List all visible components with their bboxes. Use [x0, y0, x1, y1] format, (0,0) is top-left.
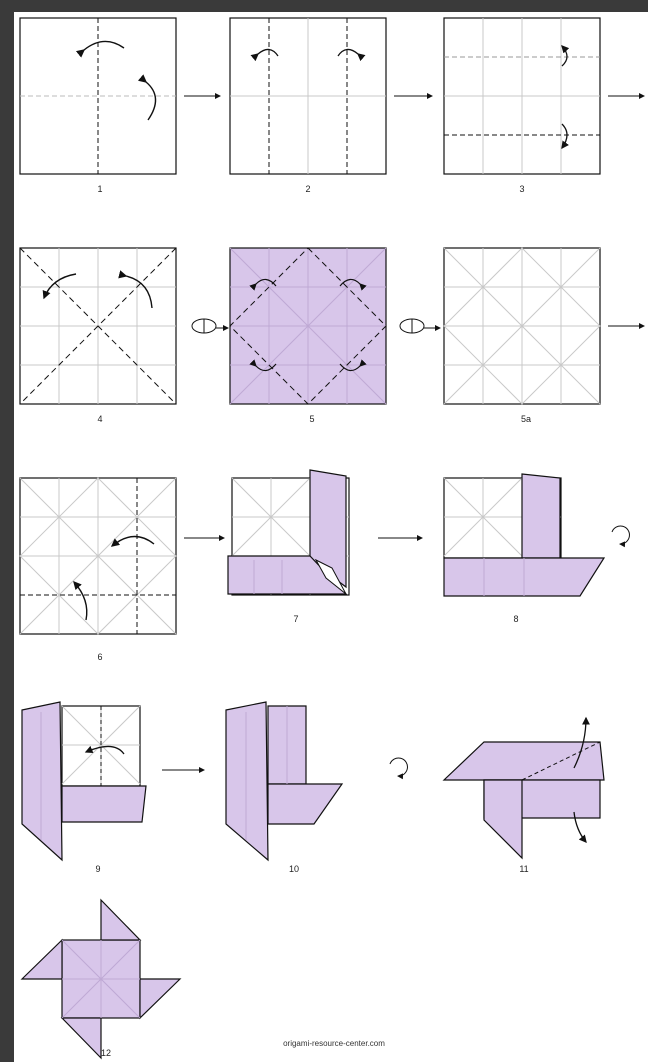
step-4-diagram: [19, 247, 177, 405]
step-label: 5: [309, 414, 314, 424]
step-label: 6: [97, 652, 102, 662]
step-5a-diagram: [443, 247, 601, 405]
fold-arrow-icon: [137, 74, 157, 121]
turn-over-icon: [191, 318, 229, 334]
step-12-pinwheel: [20, 898, 182, 1060]
step-label: 11: [519, 864, 528, 874]
step-10-diagram: [225, 701, 344, 862]
step-label: 4: [97, 414, 102, 424]
rotate-icon: [389, 757, 408, 780]
rotate-icon: [611, 525, 630, 548]
step-11-diagram: [442, 716, 605, 860]
step-2-diagram: [229, 17, 387, 175]
instruction-sheet: 1 2 3 4: [14, 12, 648, 1062]
step-5-diagram: [229, 247, 387, 405]
step-label: 9: [95, 864, 100, 874]
fold-arrow-icon: [84, 745, 125, 755]
fold-arrow-icon: [337, 48, 366, 62]
folded-flap: [521, 473, 561, 559]
turn-over-icon: [399, 318, 441, 334]
fold-arrow-icon: [73, 580, 88, 621]
fold-arrow-icon: [561, 45, 570, 67]
step-label: 10: [289, 864, 299, 874]
step-9-diagram: [21, 701, 147, 862]
credit-text: origami-resource-center.com: [283, 1039, 385, 1048]
folded-flap: [483, 779, 523, 860]
step-3-diagram: [443, 17, 601, 175]
pinwheel-blade: [20, 938, 63, 980]
step-label: 7: [293, 614, 298, 624]
fold-arrow-icon: [573, 811, 587, 843]
fold-arrow-icon: [118, 270, 153, 309]
step-label: 12: [101, 1048, 111, 1058]
step-7-diagram: [227, 469, 350, 596]
step-label: 3: [519, 184, 524, 194]
pinwheel-blade: [60, 1017, 102, 1060]
fold-arrow-icon: [561, 123, 569, 150]
pinwheel-blade: [100, 898, 142, 941]
step-label: 8: [513, 614, 518, 624]
folded-flap: [61, 785, 147, 823]
fold-arrow-icon: [573, 716, 590, 769]
pinwheel-blade: [139, 978, 182, 1020]
fold-arrow-icon: [110, 535, 155, 547]
folded-flap: [225, 701, 269, 862]
step-label: 2: [305, 184, 310, 194]
step-8-diagram: [443, 473, 606, 597]
step-6-diagram: [19, 477, 177, 635]
valley-fold-line: [19, 247, 177, 405]
origami-diagram: 1 2 3 4: [19, 17, 645, 1060]
step-1-diagram: [19, 17, 177, 175]
folded-flap: [267, 783, 344, 825]
step-label: 5a: [521, 414, 531, 424]
folded-flap: [442, 741, 605, 781]
fold-arrow-icon: [42, 273, 77, 300]
valley-fold-line: [229, 247, 387, 405]
folded-flap: [21, 701, 63, 862]
fold-arrow-icon: [75, 40, 125, 58]
folded-flap: [309, 469, 347, 589]
fold-arrow-icon: [250, 48, 279, 62]
step-label: 1: [97, 184, 102, 194]
